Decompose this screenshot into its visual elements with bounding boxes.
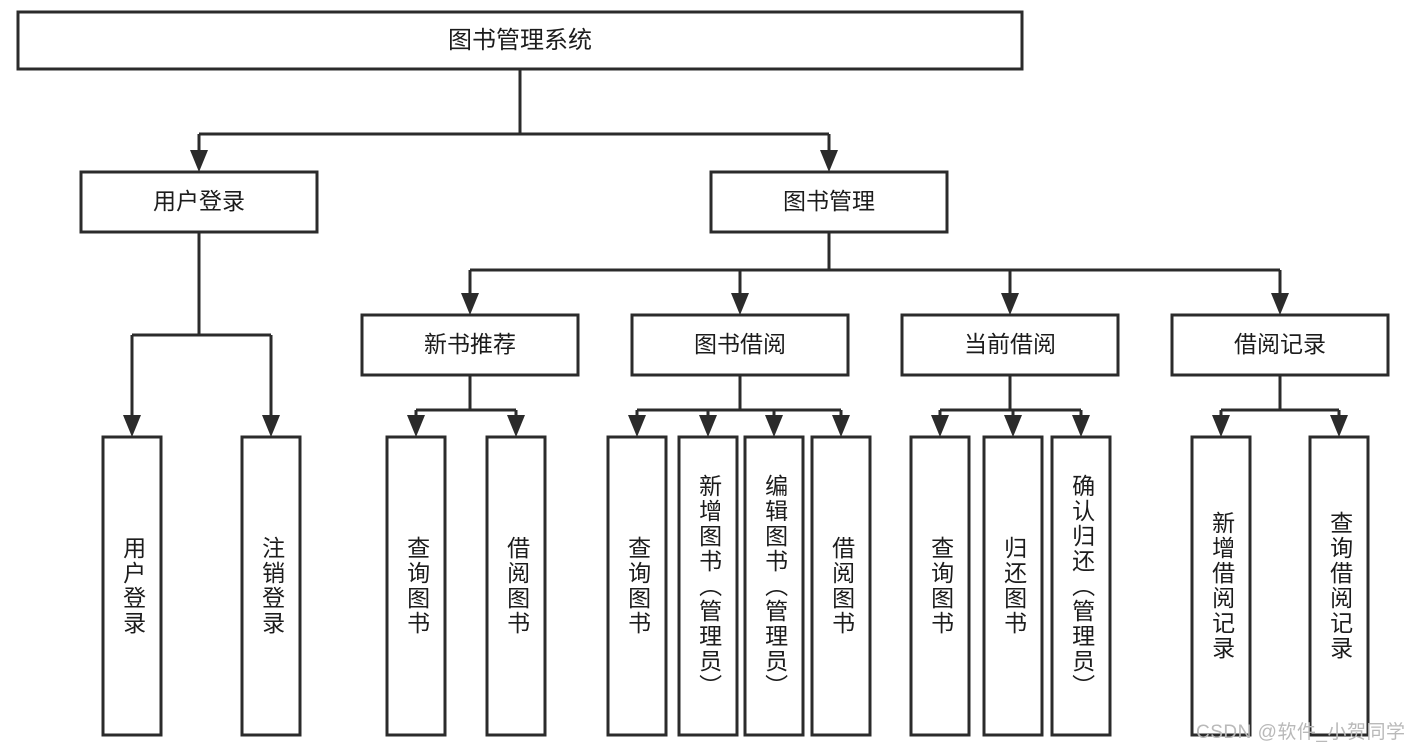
arrow-down-icon: [123, 415, 141, 437]
arrow-down-icon: [262, 415, 280, 437]
node-book-manage-box[interactable]: [709, 170, 949, 234]
arrow-down-icon: [1212, 415, 1230, 437]
node-book-manage-label: 图书管理: [783, 188, 875, 214]
node-leaf-edit-book-admin-box[interactable]: [743, 435, 805, 737]
node-box-layer: [16, 10, 1390, 737]
node-user-login-label: 用户登录: [153, 188, 245, 214]
arrow-down-icon: [190, 150, 208, 172]
node-root-box[interactable]: [16, 10, 1024, 71]
node-borrow-record-label: 借阅记录: [1234, 331, 1326, 357]
arrow-down-icon: [1001, 293, 1019, 315]
node-current-borrow-label: 当前借阅: [964, 331, 1056, 357]
node-leaf-borrow-book-1-box[interactable]: [485, 435, 547, 737]
arrow-down-icon: [1072, 415, 1090, 437]
node-leaf-borrow-book-2-box[interactable]: [810, 435, 872, 737]
node-leaf-user-login-box[interactable]: [101, 435, 163, 737]
node-borrow-record-box[interactable]: [1170, 313, 1390, 377]
arrow-down-icon: [731, 293, 749, 315]
node-current-borrow-box[interactable]: [900, 313, 1120, 377]
arrow-down-icon: [1330, 415, 1348, 437]
node-leaf-logout-box[interactable]: [240, 435, 302, 737]
node-new-book-recommend-label: 新书推荐: [424, 331, 516, 357]
arrow-down-icon: [407, 415, 425, 437]
node-leaf-query-borrow-record-box[interactable]: [1308, 435, 1370, 737]
arrow-down-icon: [628, 415, 646, 437]
arrow-down-icon: [931, 415, 949, 437]
arrow-down-icon: [461, 293, 479, 315]
node-book-borrow-label: 图书借阅: [694, 331, 786, 357]
arrow-down-icon: [699, 415, 717, 437]
arrow-down-icon: [1271, 293, 1289, 315]
connector-layer: [123, 69, 1348, 437]
arrow-down-icon: [1004, 415, 1022, 437]
node-user-login-box[interactable]: [79, 170, 319, 234]
watermark: CSDN @软件_小贺同学: [1196, 722, 1405, 743]
arrow-down-icon: [832, 415, 850, 437]
arrow-down-icon: [820, 150, 838, 172]
node-leaf-add-borrow-record-box[interactable]: [1190, 435, 1252, 737]
node-leaf-query-book-3-box[interactable]: [909, 435, 971, 737]
node-book-borrow-box[interactable]: [630, 313, 850, 377]
node-new-book-recommend-box[interactable]: [360, 313, 580, 377]
node-leaf-query-book-2-box[interactable]: [606, 435, 668, 737]
arrow-down-icon: [507, 415, 525, 437]
node-leaf-return-book-box[interactable]: [982, 435, 1044, 737]
node-root-label: 图书管理系统: [448, 27, 592, 54]
node-leaf-confirm-return-admin-box[interactable]: [1050, 435, 1112, 737]
node-leaf-add-book-admin-box[interactable]: [677, 435, 739, 737]
node-leaf-query-book-1-box[interactable]: [385, 435, 447, 737]
arrow-down-icon: [765, 415, 783, 437]
